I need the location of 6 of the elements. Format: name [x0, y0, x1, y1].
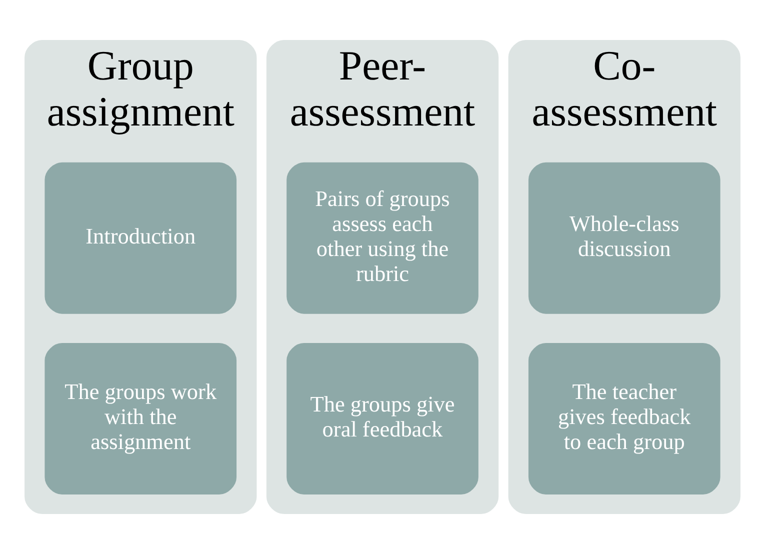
- node-box: Introduction: [44, 162, 237, 314]
- node-box: The groups work with the assignment: [44, 342, 237, 494]
- node-box: Whole-class discussion: [528, 162, 720, 314]
- node-box: Pairs of groups assess each other using the rubric: [286, 162, 478, 314]
- node-box: The groups give oral feedback: [286, 342, 478, 494]
- node-box: The teacher gives feedback to each group: [528, 342, 720, 494]
